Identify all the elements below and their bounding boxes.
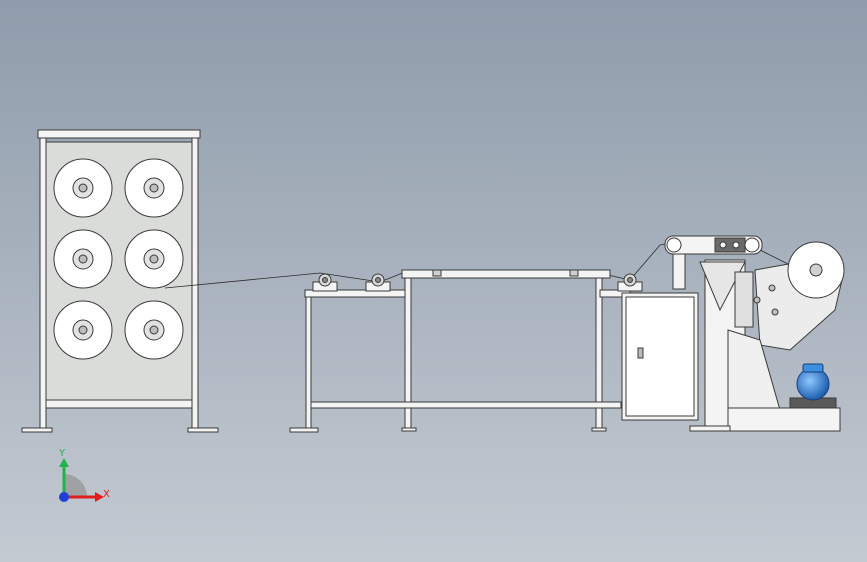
control-cabinet[interactable]: [621, 292, 699, 421]
table-foot: [289, 427, 319, 433]
x-axis-label: X: [103, 489, 110, 500]
roll[interactable]: [124, 158, 184, 218]
machine-foot: [689, 425, 731, 432]
drive-box: [714, 237, 746, 253]
roll[interactable]: [53, 300, 113, 360]
drive-bolt: [719, 241, 727, 249]
frame-bolt: [771, 308, 779, 316]
unwind-rack[interactable]: [21, 129, 219, 433]
bearing-block: [617, 273, 643, 292]
roll[interactable]: [53, 229, 113, 289]
clamp: [569, 269, 579, 277]
conveyor-support: [672, 253, 686, 290]
guide-plate: [699, 261, 746, 312]
y-axis-head: [59, 458, 69, 467]
main-table[interactable]: [310, 269, 643, 432]
cabinet-handle[interactable]: [637, 347, 644, 359]
table-foot: [401, 427, 417, 432]
table-leg: [305, 296, 312, 429]
roll[interactable]: [124, 229, 184, 289]
frame-bolt: [768, 284, 776, 292]
roll[interactable]: [53, 158, 113, 218]
cabinet-door[interactable]: [625, 296, 695, 417]
triad-plane: [64, 474, 87, 497]
table-top: [401, 269, 611, 279]
winding-roll-core: [809, 263, 823, 277]
drive-bolt: [732, 241, 740, 249]
processing-machine[interactable]: [664, 235, 845, 432]
rack-right-post: [191, 137, 199, 429]
table-crossbar: [310, 401, 622, 409]
rack-left-foot: [21, 427, 53, 433]
rack-right-foot: [187, 427, 219, 433]
rack-bottom-beam: [45, 399, 193, 409]
rack-top-beam: [37, 129, 201, 139]
conveyor-roller: [666, 237, 682, 253]
bearing-block: [312, 273, 338, 292]
bearing-block: [365, 273, 391, 292]
conveyor-roller: [744, 237, 760, 253]
drive-motor[interactable]: [789, 363, 837, 409]
y-axis-label: Y: [58, 448, 66, 459]
roll[interactable]: [124, 300, 184, 360]
z-axis-dot: [59, 492, 69, 502]
x-axis-head: [95, 492, 104, 502]
machine-base: [727, 407, 841, 432]
frame-bolt: [753, 296, 761, 304]
rack-left-post: [39, 137, 47, 429]
cutter-head: [734, 271, 754, 328]
table-foot: [591, 427, 607, 432]
orientation-triad: Y X: [58, 448, 110, 502]
clamp: [432, 269, 442, 277]
guide-table-left[interactable]: [289, 273, 406, 433]
